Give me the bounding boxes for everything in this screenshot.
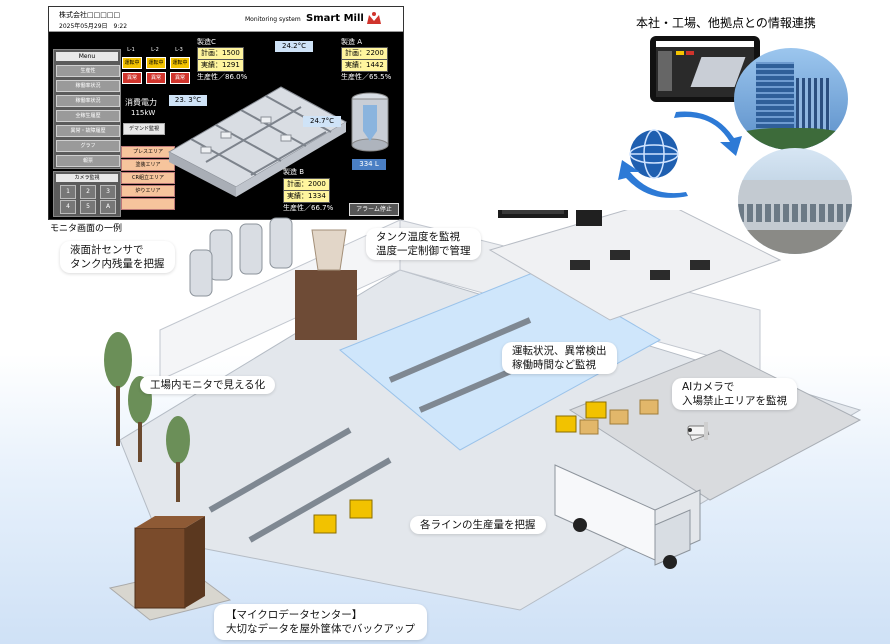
line-2-label: L-2 bbox=[151, 47, 159, 53]
temp-right: 24.7°C bbox=[303, 116, 341, 127]
line-3-label: L-3 bbox=[175, 47, 183, 53]
callout-operation-line1: 運転状況、異常検出 bbox=[512, 345, 607, 357]
zone-cr-assembly[interactable]: CR組立エリア bbox=[121, 172, 175, 184]
callout-level-sensor-line1: 液面計センサで bbox=[70, 244, 144, 256]
factory-building-photo bbox=[738, 148, 852, 254]
datetime: 2025年05月29日 9:22 bbox=[59, 23, 128, 30]
power-label: 消費電力 bbox=[125, 98, 157, 107]
temp-top: 24.2°C bbox=[275, 41, 313, 52]
company-name: 株式会社□□□□□ bbox=[59, 11, 121, 19]
production-a-actual: 実績：1442 bbox=[341, 59, 388, 72]
menu-item-operation-status[interactable]: 稼働率状況 bbox=[56, 95, 120, 107]
callout-factory-monitor: 工場内モニタで見える化 bbox=[140, 376, 276, 394]
brand-logo-icon bbox=[367, 12, 381, 24]
tank-graphic bbox=[351, 92, 389, 152]
system-label: Monitoring system bbox=[245, 16, 301, 23]
menu-title: Menu bbox=[56, 52, 118, 61]
globe-sync-icon bbox=[618, 111, 742, 198]
callout-datacenter: 【マイクロデータセンター】 大切なデータを屋外筐体でバックアップ bbox=[214, 604, 427, 640]
menu-item-productivity[interactable]: 生産性 bbox=[56, 65, 120, 77]
ai-camera-icon bbox=[687, 422, 708, 440]
production-c-title: 製造C bbox=[197, 38, 216, 46]
hq-link-title: 本社・工場、他拠点との情報連携 bbox=[636, 16, 816, 30]
camera-button-4[interactable]: 4 bbox=[60, 200, 76, 214]
production-b-title: 製造 B bbox=[283, 168, 305, 176]
callout-operation: 運転状況、異常検出 稼働時間など監視 bbox=[502, 342, 617, 374]
monitor-caption: モニタ画面の一例 bbox=[50, 224, 123, 234]
menu-panel: Menu 生産性 稼働率状況 稼働率状況 全稼生履歴 異常・故障履歴 グラフ 報… bbox=[53, 49, 121, 169]
production-a-rate: 生産性／65.5% bbox=[341, 73, 392, 81]
production-c-rate: 生産性／86.0% bbox=[197, 73, 248, 81]
monitor-screen: 株式会社□□□□□ 2025年05月29日 9:22 Monitoring sy… bbox=[48, 6, 404, 220]
camera-panel: カメラ監視 1 2 3 4 5 A bbox=[53, 171, 121, 217]
production-b-rate: 生産性／66.7% bbox=[283, 204, 334, 212]
line-3-alarm: 異常 bbox=[170, 72, 190, 84]
line-1-status: 運転中 bbox=[122, 57, 142, 69]
power-value: 115kW bbox=[131, 109, 156, 117]
camera-button-5[interactable]: 5 bbox=[80, 200, 96, 214]
callout-ai-camera: AIカメラで 入場禁止エリアを監視 bbox=[672, 378, 797, 410]
menu-item-operation-rate[interactable]: 稼働率状況 bbox=[56, 80, 120, 92]
callout-level-sensor-line2: タンク内残量を把握 bbox=[70, 258, 165, 270]
callout-ai-camera-line2: 入場禁止エリアを監視 bbox=[682, 395, 787, 407]
line-status-panel: L-1 L-2 L-3 運転中 運転中 運転中 異常 異常 異常 bbox=[121, 45, 191, 85]
callout-tank-temp-line2: 温度一定制御で管理 bbox=[376, 245, 471, 257]
line-3-status: 運転中 bbox=[170, 57, 190, 69]
zone-paint[interactable]: 塗装エリア bbox=[121, 159, 175, 171]
line-2-status: 運転中 bbox=[146, 57, 166, 69]
callout-line-output: 各ラインの生産量を把握 bbox=[410, 516, 546, 534]
factory-illustration bbox=[104, 210, 862, 621]
monitor-header: 株式会社□□□□□ 2025年05月29日 9:22 Monitoring sy… bbox=[49, 7, 403, 32]
production-b-actual: 実績：1334 bbox=[283, 190, 330, 203]
menu-item-graph[interactable]: グラフ bbox=[56, 140, 120, 152]
demand-monitor-button[interactable]: デマンド監視 bbox=[123, 123, 165, 135]
camera-button-2[interactable]: 2 bbox=[80, 185, 96, 199]
line-1-label: L-1 bbox=[127, 47, 135, 53]
camera-title: カメラ監視 bbox=[56, 174, 118, 182]
zone-blank[interactable] bbox=[121, 198, 175, 210]
callout-datacenter-line1: 【マイクロデータセンター】 bbox=[226, 609, 363, 621]
callout-operation-line2: 稼働時間など監視 bbox=[512, 359, 596, 371]
camera-button-a[interactable]: A bbox=[100, 200, 116, 214]
line-2-alarm: 異常 bbox=[146, 72, 166, 84]
alarm-stop-button[interactable]: アラーム停止 bbox=[349, 203, 399, 216]
menu-item-report[interactable]: 報票 bbox=[56, 155, 120, 167]
callout-ai-camera-line1: AIカメラで bbox=[682, 381, 735, 393]
zone-furnace[interactable]: 炉りエリア bbox=[121, 185, 175, 197]
line-1-alarm: 異常 bbox=[122, 72, 142, 84]
production-c-actual: 実績：1291 bbox=[197, 59, 244, 72]
brand-name: Smart Mill bbox=[306, 13, 364, 24]
office-building-photo bbox=[734, 48, 848, 150]
callout-tank-temp: タンク温度を監視 温度一定制御で管理 bbox=[366, 228, 481, 260]
callout-level-sensor: 液面計センサで タンク内残量を把握 bbox=[60, 241, 175, 273]
menu-item-fault-history[interactable]: 異常・故障履歴 bbox=[56, 125, 120, 137]
menu-item-history[interactable]: 全稼生履歴 bbox=[56, 110, 120, 122]
temp-left: 23. 3°C bbox=[169, 95, 207, 106]
production-a-title: 製造 A bbox=[341, 38, 363, 46]
camera-button-3[interactable]: 3 bbox=[100, 185, 116, 199]
callout-datacenter-line2: 大切なデータを屋外筐体でバックアップ bbox=[226, 623, 415, 635]
tablet-screen bbox=[656, 41, 754, 97]
callout-tank-temp-line1: タンク温度を監視 bbox=[376, 231, 460, 243]
tank-level: 334 L bbox=[352, 159, 386, 170]
camera-button-1[interactable]: 1 bbox=[60, 185, 76, 199]
